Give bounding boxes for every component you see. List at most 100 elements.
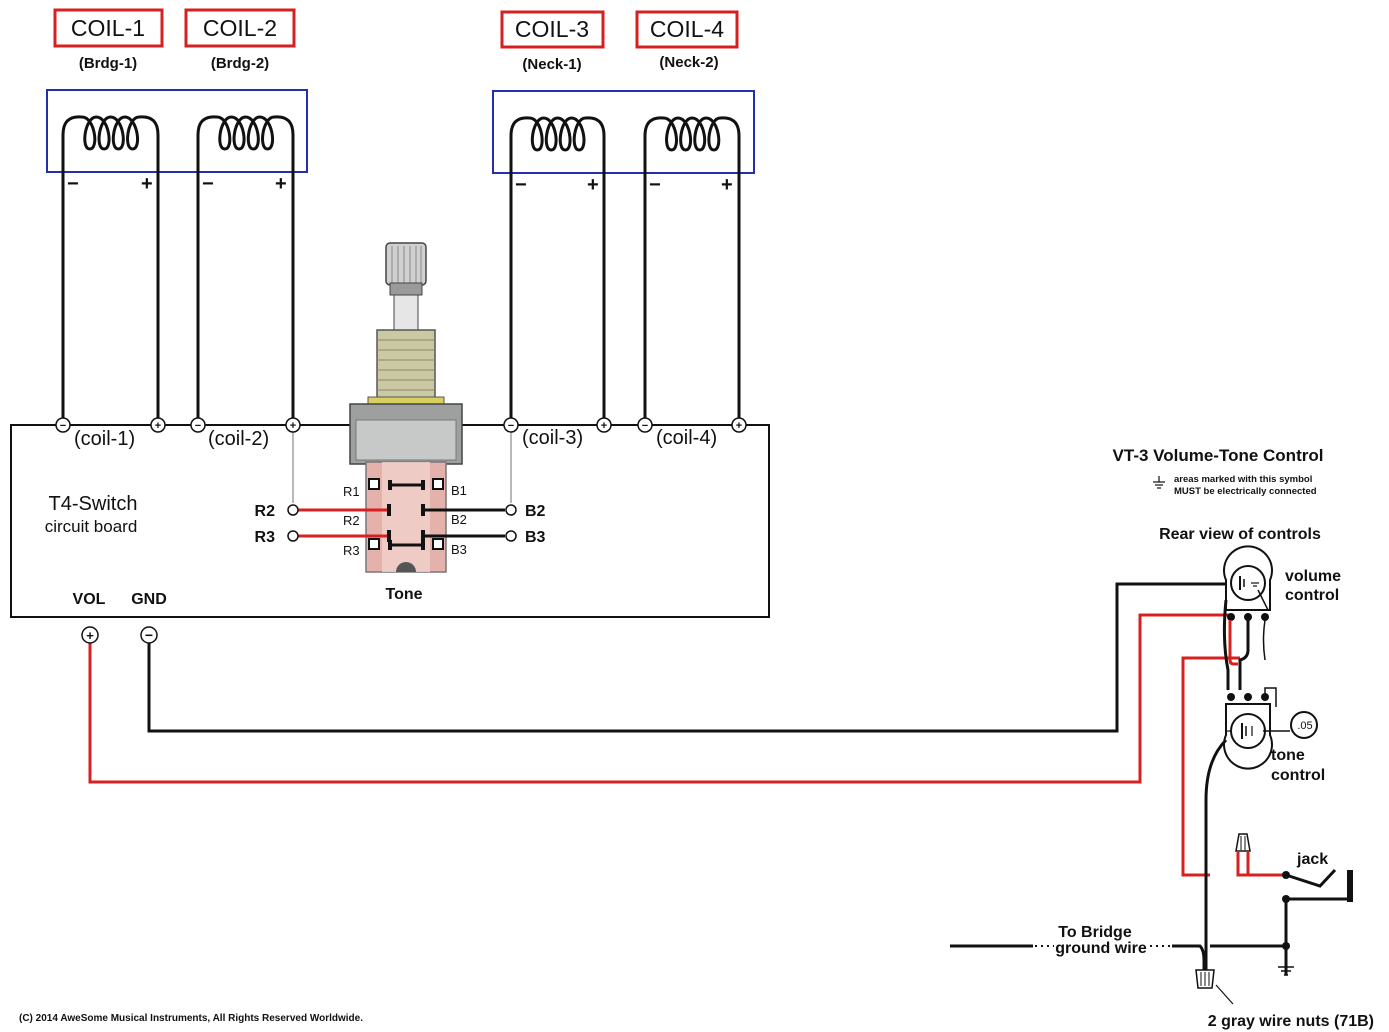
coil-4-plus-terminal-sign: + [736,420,742,432]
coil-2-minus-terminal [190,417,206,433]
coil-1-subtitle: (Brdg-1) [79,55,137,72]
gnd-label: GND [131,591,167,608]
wire-nuts-label: 2 gray wire nuts (71B) [1208,1013,1374,1030]
coil-3-minus-terminal [503,417,519,433]
board-coil-4-label: (coil-4) [656,427,717,449]
board-subtitle: circuit board [45,517,138,536]
coil-1-title: COIL-1 [71,15,145,41]
coil-2-plus-mark: + [275,173,287,195]
neck-pair-box [492,90,755,174]
coil-4-minus-mark: − [649,174,661,196]
copyright-text: (C) 2014 AweSome Musical Instruments, Al… [19,1013,363,1024]
switch-r2-label: R2 [343,513,360,528]
coil-2-subtitle: (Brdg-2) [211,55,269,72]
bridge-label-line2: ground wire [1055,940,1147,957]
coil-3-minus-terminal-sign: − [508,420,514,432]
jack-label: jack [1296,851,1328,868]
coil-1-symbol [61,115,160,425]
tone-pot [1223,703,1290,770]
tone-label: Tone [385,586,422,603]
vol-to-tone-red-a [1228,620,1238,666]
coil-1-plus-mark: + [141,173,153,195]
coil-2-header: COIL-2 (Brdg-2) [184,8,296,72]
coil-1-plus-terminal [150,417,166,433]
r3-terminal [287,530,299,542]
volume-lug-2 [1244,613,1252,621]
vt3-note-line1: areas marked with this symbol [1174,474,1312,485]
vol-terminal [81,626,99,644]
coil-1-header: COIL-1 (Brdg-1) [53,8,164,72]
coil-3-symbol [509,116,606,425]
vol-label: VOL [73,591,106,608]
coil-2-minus-mark: − [202,173,214,195]
coil-3-header: COIL-3 (Neck-1) [500,10,605,73]
tone-capacitor [1290,711,1318,739]
jack-spring-icon [1285,868,1337,888]
tone-lug-2 [1244,693,1252,701]
coil-3-plus-mark: + [587,174,599,196]
tone-label-line2: control [1271,767,1325,784]
coil-1-winding [61,115,160,425]
board-title: T4-Switch [49,493,138,515]
coil-2-minus-terminal-sign: − [195,420,201,432]
coil-4-subtitle: (Neck-2) [659,54,718,71]
coil-3-plus-terminal [596,417,612,433]
jack-sleeve-lug [1282,895,1290,903]
tone-label-line1: tone [1271,747,1305,764]
coil-2-plus-terminal [285,417,301,433]
coil-3-subtitle: (Neck-1) [522,56,581,73]
coil-4-minus-terminal [637,417,653,433]
gnd-terminal [140,626,158,644]
coil-1-minus-terminal-sign: − [60,420,66,432]
switch-b1-label: B1 [451,483,467,498]
vol-ground-link [1222,599,1230,690]
coil-3-winding [509,116,606,425]
coil-1-minus-terminal [55,417,71,433]
b2-label: B2 [525,503,546,520]
board-coil-1-label: (coil-1) [74,428,135,450]
vol-output-wire [88,613,1232,784]
switch-b2-label: B2 [451,512,467,527]
volume-label-line2: control [1285,587,1339,604]
rear-view-label: Rear view of controls [1159,526,1321,543]
vol-to-jack-red [1181,656,1240,877]
vol-wiper-to-tone [1238,620,1250,690]
ground-symbol-icon [1153,476,1165,489]
vt3-title: VT-3 Volume-Tone Control [1113,446,1324,465]
vol-terminal-plus: + [86,628,94,643]
upper-wire-nut-icon [1235,833,1251,852]
coil-2-symbol [196,115,295,425]
coil-2-title: COIL-2 [203,15,277,41]
coil-4-plus-terminal [731,417,747,433]
coil-4-plus-mark: + [721,174,733,196]
coil-polarity-marks: − + − + − + − + [67,173,733,196]
ground-bus-wire [1204,738,1228,970]
jack-tip-wire [1236,851,1286,877]
b3-label: B3 [525,529,546,546]
coil-4-symbol [643,116,741,425]
tone-lug-1 [1227,693,1235,701]
bridge-pair-box [46,89,308,173]
volume-label-line1: volume [1285,568,1341,585]
vt3-note-line2: MUST be electrically connected [1174,486,1317,497]
jack-sleeve-wire [1284,897,1347,975]
bridge-ground-to-nut [1172,944,1206,970]
gnd-wire [147,582,1228,733]
coil-2-winding [196,115,295,425]
coil-4-title: COIL-4 [650,16,724,42]
volume-lug-1 [1227,613,1235,621]
vol-lug3-link [1262,619,1266,661]
b3-terminal [505,530,517,542]
coil-3-plus-terminal-sign: + [601,420,607,432]
lower-wire-nut-icon [1195,969,1215,989]
b2-terminal [505,504,517,516]
coil-4-minus-terminal-sign: − [642,420,648,432]
switch-r3-label: R3 [343,543,360,558]
chassis-ground-icon [1278,966,1294,976]
coil-3-minus-mark: − [515,174,527,196]
jack-body [1347,870,1353,902]
board-coil-3-label: (coil-3) [522,427,583,449]
capacitor-value: .05 [1297,720,1312,732]
coil-1-plus-terminal-sign: + [155,420,161,432]
